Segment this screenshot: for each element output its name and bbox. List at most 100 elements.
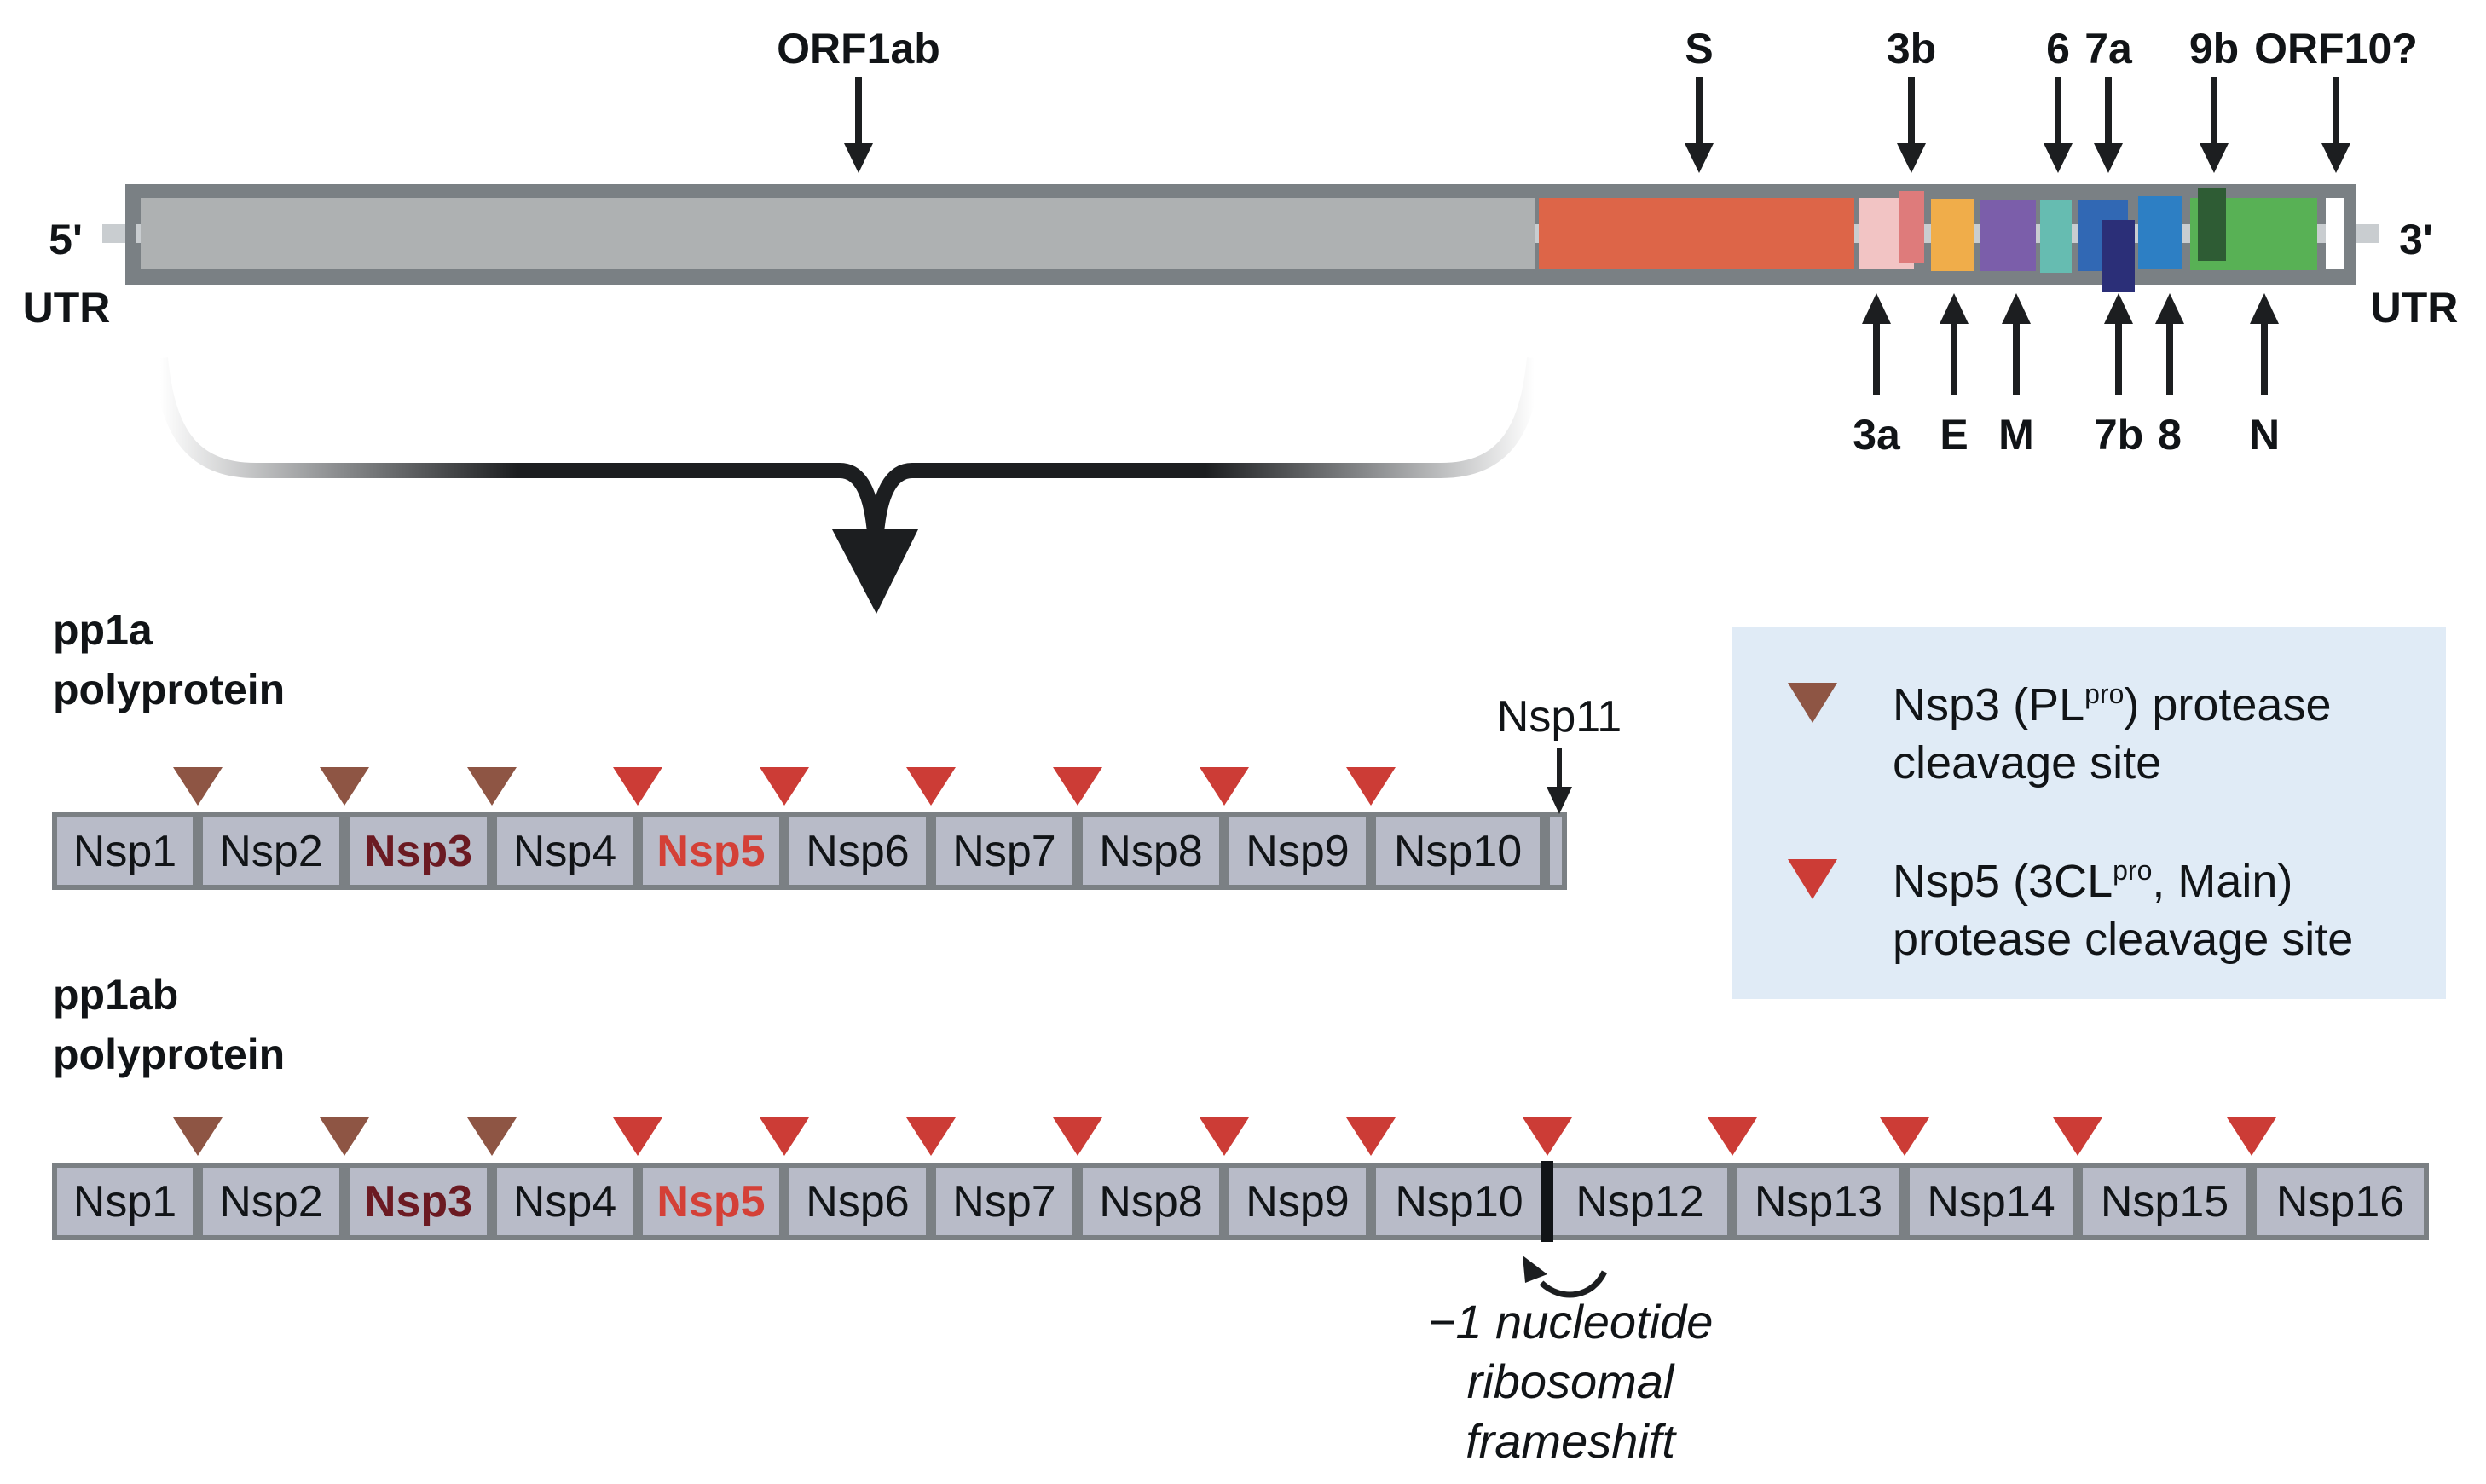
domain-label: Nsp3 bbox=[364, 1177, 472, 1227]
domain-fill bbox=[936, 817, 1072, 885]
bracket-arrowhead bbox=[832, 529, 918, 614]
mpro-cleavage-site-icon bbox=[1708, 1117, 1757, 1156]
domain-fill bbox=[643, 1168, 779, 1235]
domain-nsp6: Nsp6 bbox=[784, 812, 931, 890]
mpro-cleavage-site-icon bbox=[906, 767, 956, 806]
plpro-cleavage-site-icon bbox=[320, 767, 369, 806]
domain-label: Nsp4 bbox=[513, 1177, 616, 1227]
orf-block-orf1ab bbox=[141, 198, 1535, 269]
orf-block-e bbox=[1931, 199, 1974, 271]
domain-label: Nsp8 bbox=[1099, 1177, 1202, 1227]
domain-fill bbox=[789, 1168, 926, 1235]
frameshift-line3: frameshift bbox=[1466, 1414, 1677, 1468]
domain-nsp6: Nsp6 bbox=[784, 1163, 931, 1240]
orf-name: 8 bbox=[2158, 411, 2182, 459]
down-arrow-icon bbox=[2105, 77, 2112, 145]
frameshift-arrow-icon bbox=[1523, 1256, 1608, 1298]
down-arrow-head-icon bbox=[2094, 143, 2123, 173]
legend-background bbox=[1732, 627, 2446, 999]
plpro-cleavage-site-icon bbox=[467, 767, 517, 806]
orf-label-8: 8 bbox=[2155, 293, 2184, 459]
domain-fill bbox=[936, 1168, 1072, 1235]
domain-fill bbox=[203, 1168, 339, 1235]
orf-name: 3a bbox=[1853, 411, 1901, 459]
domain-nsp2: Nsp2 bbox=[198, 1163, 344, 1240]
down-arrow-head-icon bbox=[2200, 143, 2229, 173]
up-arrow-head-icon bbox=[2250, 293, 2279, 324]
five-prime-utr-label: UTR bbox=[23, 284, 111, 332]
orf-label-m: M bbox=[1998, 293, 2034, 459]
three-prime-utr-label: UTR bbox=[2371, 284, 2459, 332]
plpro-cleavage-site-icon bbox=[467, 1117, 517, 1156]
orf-name: 6 bbox=[2046, 25, 2070, 72]
domain-label: Nsp12 bbox=[1575, 1177, 1703, 1227]
orf-label-orf10: ORF10? bbox=[2254, 25, 2418, 173]
orf-block-orf10 bbox=[2326, 198, 2344, 269]
orf-name: ORF10? bbox=[2254, 25, 2418, 72]
legend-item-mpro: Nsp5 (3CLpro, Main) protease cleavage si… bbox=[1788, 855, 2353, 965]
orf-block-6 bbox=[2040, 200, 2072, 273]
legend-item-plpro-line2: cleavage site bbox=[1893, 737, 2161, 788]
down-arrow-head-icon bbox=[844, 143, 873, 173]
orf-name: S bbox=[1685, 25, 1713, 72]
domain-fill bbox=[1376, 1168, 1542, 1235]
domain-fill bbox=[203, 817, 339, 885]
up-arrow-head-icon bbox=[2104, 293, 2133, 324]
plpro-cleavage-site-icon bbox=[320, 1117, 369, 1156]
domain-fill bbox=[1083, 817, 1219, 885]
domain-fill bbox=[2083, 1168, 2246, 1235]
domain-fill bbox=[1910, 1168, 2073, 1235]
domain-fill bbox=[497, 1168, 633, 1235]
domain-fill bbox=[1376, 817, 1540, 885]
domain-nsp9: Nsp9 bbox=[1224, 812, 1371, 890]
orf-label-e: E bbox=[1940, 293, 1969, 459]
orf-label-3b: 3b bbox=[1887, 25, 1936, 173]
five-prime-label: 5' bbox=[49, 216, 83, 263]
domain-nsp10: Nsp10 bbox=[1371, 812, 1545, 890]
domain-nsp2: Nsp2 bbox=[198, 812, 344, 890]
down-arrow-icon bbox=[2055, 77, 2061, 145]
domain-nsp3: Nsp3 bbox=[344, 1163, 492, 1240]
domain-label: Nsp13 bbox=[1755, 1177, 1882, 1227]
frameshift-marker bbox=[1541, 1161, 1553, 1242]
orf-blocks bbox=[141, 188, 2344, 292]
domain-nsp16: Nsp16 bbox=[2252, 1163, 2429, 1240]
domain-fill bbox=[789, 817, 926, 885]
orf-label-9b: 9b bbox=[2189, 25, 2239, 173]
plpro-cleavage-site-icon bbox=[173, 767, 223, 806]
domain-label: Nsp3 bbox=[364, 827, 472, 876]
domain-nsp11 bbox=[1545, 812, 1567, 890]
mpro-cleavage-site-icon bbox=[613, 1117, 662, 1156]
pp1ab-subtitle: polyprotein bbox=[53, 1031, 285, 1078]
domain-fill bbox=[1552, 1168, 1727, 1235]
orf-name: E bbox=[1940, 411, 1968, 459]
domain-nsp12: Nsp12 bbox=[1547, 1163, 1732, 1240]
orf-block-m bbox=[1980, 200, 2036, 271]
mpro-cleavage-site-icon bbox=[1200, 767, 1249, 806]
bracket-right-arm bbox=[869, 357, 1542, 534]
orf-label-7a: 7a bbox=[2084, 25, 2133, 173]
domain-nsp1: Nsp1 bbox=[52, 1163, 198, 1240]
mpro-cleavage-site-icon bbox=[760, 767, 809, 806]
domain-fill bbox=[497, 817, 633, 885]
mpro-cleavage-site-icon bbox=[613, 767, 662, 806]
orf-name: 9b bbox=[2189, 25, 2239, 72]
domain-label: Nsp7 bbox=[952, 1177, 1055, 1227]
domain-fill bbox=[1083, 1168, 1219, 1235]
up-arrow-icon bbox=[1951, 322, 1957, 395]
down-arrow-head-icon bbox=[1897, 143, 1926, 173]
mpro-cleavage-site-icon bbox=[2227, 1117, 2276, 1156]
domain-label: Nsp1 bbox=[73, 1177, 176, 1227]
orf-block-3b bbox=[1899, 191, 1924, 263]
domain-fill bbox=[57, 1168, 193, 1235]
orf-label-3a: 3a bbox=[1853, 293, 1901, 459]
domain-label: Nsp10 bbox=[1395, 1177, 1523, 1227]
domain-nsp4: Nsp4 bbox=[492, 812, 638, 890]
down-arrow-icon bbox=[855, 77, 862, 145]
domain-nsp4: Nsp4 bbox=[492, 1163, 638, 1240]
domain-label: Nsp2 bbox=[219, 827, 322, 876]
up-arrow-head-icon bbox=[1940, 293, 1969, 324]
